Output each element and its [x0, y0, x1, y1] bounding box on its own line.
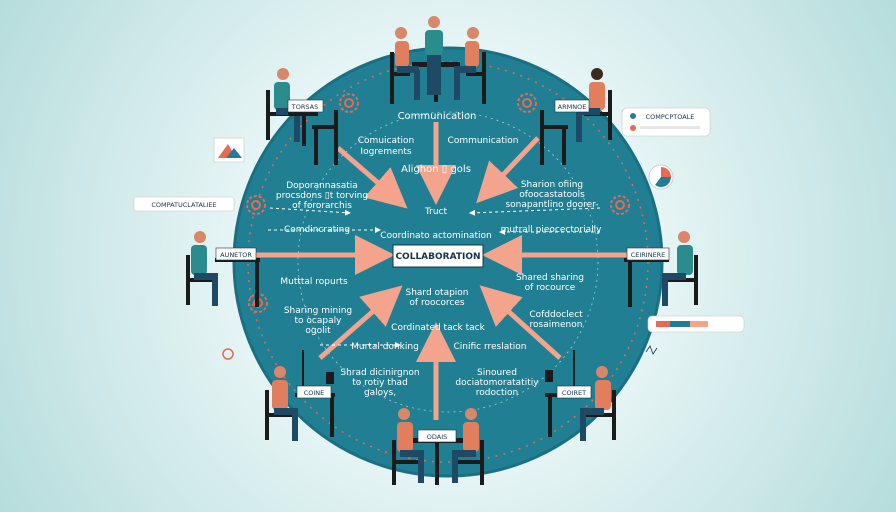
text-sharion: Sharion ofiing [521, 180, 583, 190]
text-shared-sharing: Shared sharing [516, 273, 584, 283]
label-left: AUNETOR [220, 251, 252, 259]
label-bottom-right: COIRET [562, 389, 586, 397]
text-alighon-gols: Alighon ▯ gols [401, 164, 471, 175]
text-comuication: Comuication [358, 136, 414, 146]
text-ogolit: ogolit [305, 326, 331, 336]
text-sonapantlino: sonapantlino doorer- [505, 200, 598, 210]
text-rotiy-thad: to rotiy thad [352, 378, 408, 388]
label-bottom-left: COINE [304, 389, 325, 397]
label-right: CEIRINERE [631, 251, 666, 259]
mountain-chart-icon [213, 137, 245, 163]
center-label: COLLABORATION [395, 252, 480, 262]
text-cofddoclect: Cofddoclect [529, 310, 583, 320]
text-procsdons: procsdons ▯t torving [276, 191, 368, 201]
text-ocapaly: to ocapaly [295, 316, 343, 326]
person-top-right: ARMNOE [540, 68, 612, 165]
team-top [390, 16, 486, 104]
gear-icon [615, 200, 625, 210]
bar-strip-icon [647, 315, 745, 333]
text-mutrall: mutrall pieocectorially [501, 225, 603, 235]
radial-arrows [246, 122, 628, 420]
text-rodoction: rodoction [476, 388, 518, 398]
gear-icon [522, 98, 532, 108]
gear-icon [339, 93, 359, 113]
record-icon [630, 113, 636, 119]
text-communication-right: Communication [448, 136, 519, 146]
label-top-right: ARMNOE [558, 103, 587, 111]
text-sharing-mining: Sharing mining [284, 306, 352, 316]
right-tag-label: COMPCPTOALE [646, 113, 695, 121]
text-roocorces: of roocorces [409, 298, 464, 308]
text-sinoured: Sinoured [477, 368, 517, 378]
thin-arrows [268, 207, 601, 348]
person-bottom-left: COINE [265, 350, 335, 441]
gear-icon [517, 93, 537, 113]
text-iogrements: Iogrements [360, 147, 411, 157]
gear-icon [344, 98, 354, 108]
text-shrad-dicinirgnon: Shrad dicinirgnon [340, 368, 419, 378]
text-galoys: galoys, [364, 388, 396, 398]
label-top-left: TORSAS [291, 103, 318, 111]
person-right: CEIRINERE [624, 231, 698, 307]
person-bottom-right: COIRET [545, 350, 616, 441]
center-box [392, 244, 484, 268]
inner-text-group: Communication Comuication Iogrements Com… [276, 111, 602, 398]
text-truct: Truct [424, 207, 448, 217]
text-murtal-donking: Murtal donking [351, 342, 419, 352]
label-bottom: ODAIS [427, 433, 448, 441]
text-mutttal-ropurts: Mutttal ropurts [280, 277, 348, 287]
gear-icon [222, 348, 234, 360]
text-cordinated: Cordinated tack tack [391, 323, 485, 333]
text-cinific: Cinific rreslation [454, 342, 527, 352]
left-tag-label: COMPATUCLATALIEE [151, 201, 216, 209]
text-communication-top: Communication [398, 111, 477, 122]
right-tag: COMPCPTOALE [621, 107, 711, 137]
gear-icon [251, 200, 261, 210]
text-rosaimenon: rosaimenon [530, 320, 583, 330]
person-left: AUNETOR [186, 231, 260, 307]
record-icon [630, 125, 636, 131]
text-rocource: of rocource [525, 283, 576, 293]
gear-icon [610, 195, 630, 215]
text-fororarchis: of fororarchis [292, 201, 352, 211]
squiggle-icon [645, 345, 658, 355]
text-doporannasatia: Doporannasatia [286, 181, 358, 191]
text-dociatomoratatitiy: dociatomoratatitiy [455, 378, 539, 388]
pie-chart-icon [648, 164, 674, 190]
text-coordinato: Coordinato actomination [380, 231, 491, 241]
team-bottom: ODAIS [392, 408, 484, 485]
inner-dashed-orbit [297, 111, 599, 413]
gear-icon [246, 195, 266, 215]
person-top-left: TORSAS [266, 68, 338, 165]
text-shard-otapion: Shard otapion [405, 288, 468, 298]
text-ofoocastatools: ofoocastatools [519, 190, 585, 200]
left-tag: COMPATUCLATALIEE [133, 196, 235, 212]
text-comdincrating: Comdincrating [284, 225, 350, 235]
